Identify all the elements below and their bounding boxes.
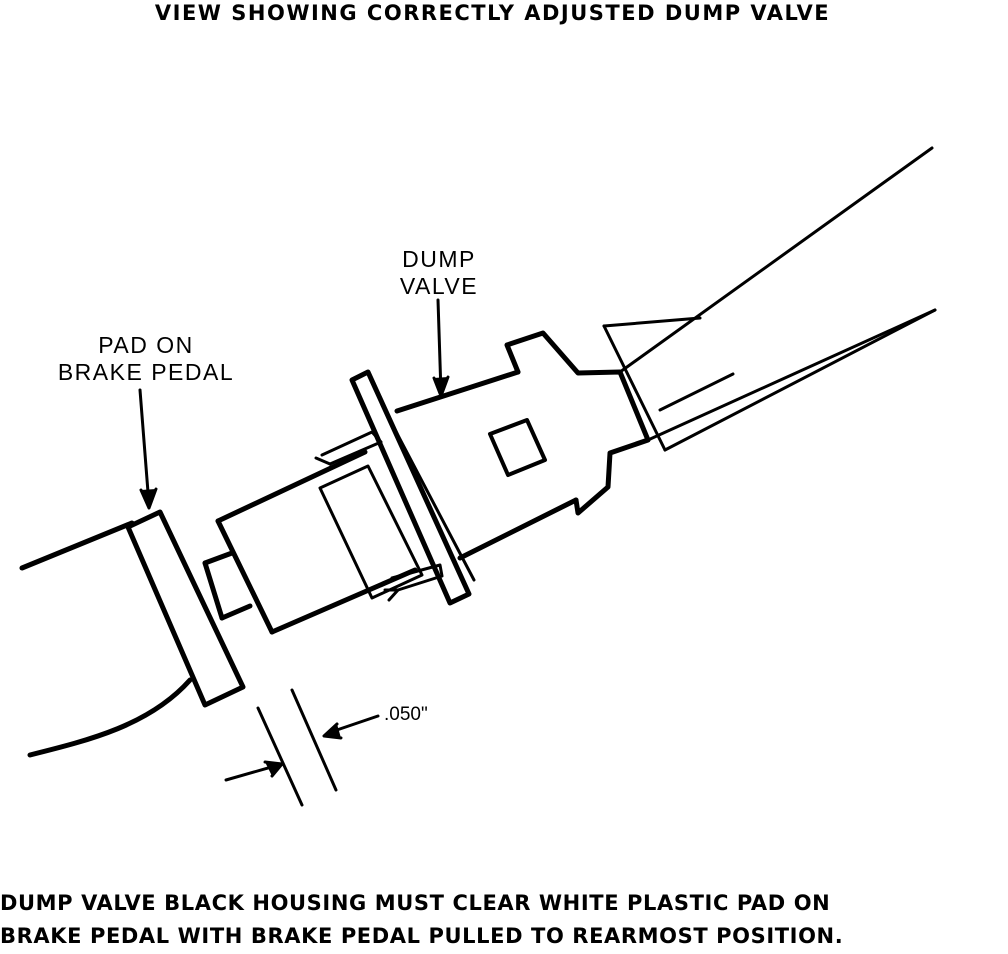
caption-line-1: DUMP VALVE BLACK HOUSING MUST CLEAR WHIT… bbox=[0, 891, 831, 915]
valve-end-cap bbox=[504, 330, 651, 516]
dump-valve-label-line2: VALVE bbox=[399, 273, 479, 299]
diagram-title: VIEW SHOWING CORRECTLY ADJUSTED DUMP VAL… bbox=[154, 1, 831, 25]
brake-pedal-arm bbox=[19, 520, 193, 758]
dump-valve-label: DUMP VALVE bbox=[385, 246, 493, 300]
clearance-dimension bbox=[224, 688, 380, 807]
brake-pedal-pad bbox=[125, 509, 246, 708]
valve-port bbox=[488, 418, 547, 477]
pad-label-line1: PAD ON bbox=[98, 332, 194, 358]
control-rod bbox=[602, 146, 937, 452]
dump-valve-body bbox=[394, 369, 579, 561]
valve-stem bbox=[202, 550, 253, 621]
dump-valve-label-line1: DUMP bbox=[402, 246, 476, 272]
dump-valve-leader-arrow bbox=[432, 298, 450, 398]
pad-label-line2: BRAKE PEDAL bbox=[57, 359, 235, 385]
housing-window bbox=[318, 464, 424, 600]
valve-housing bbox=[215, 449, 418, 635]
mounting-flange bbox=[349, 369, 472, 606]
pad-label: PAD ON BRAKE PEDAL bbox=[40, 332, 252, 386]
caption-line-2: BRAKE PEDAL WITH BRAKE PEDAL PULLED TO R… bbox=[0, 924, 844, 948]
pad-leader-arrow bbox=[138, 388, 158, 510]
clearance-label: .050" bbox=[384, 704, 428, 725]
